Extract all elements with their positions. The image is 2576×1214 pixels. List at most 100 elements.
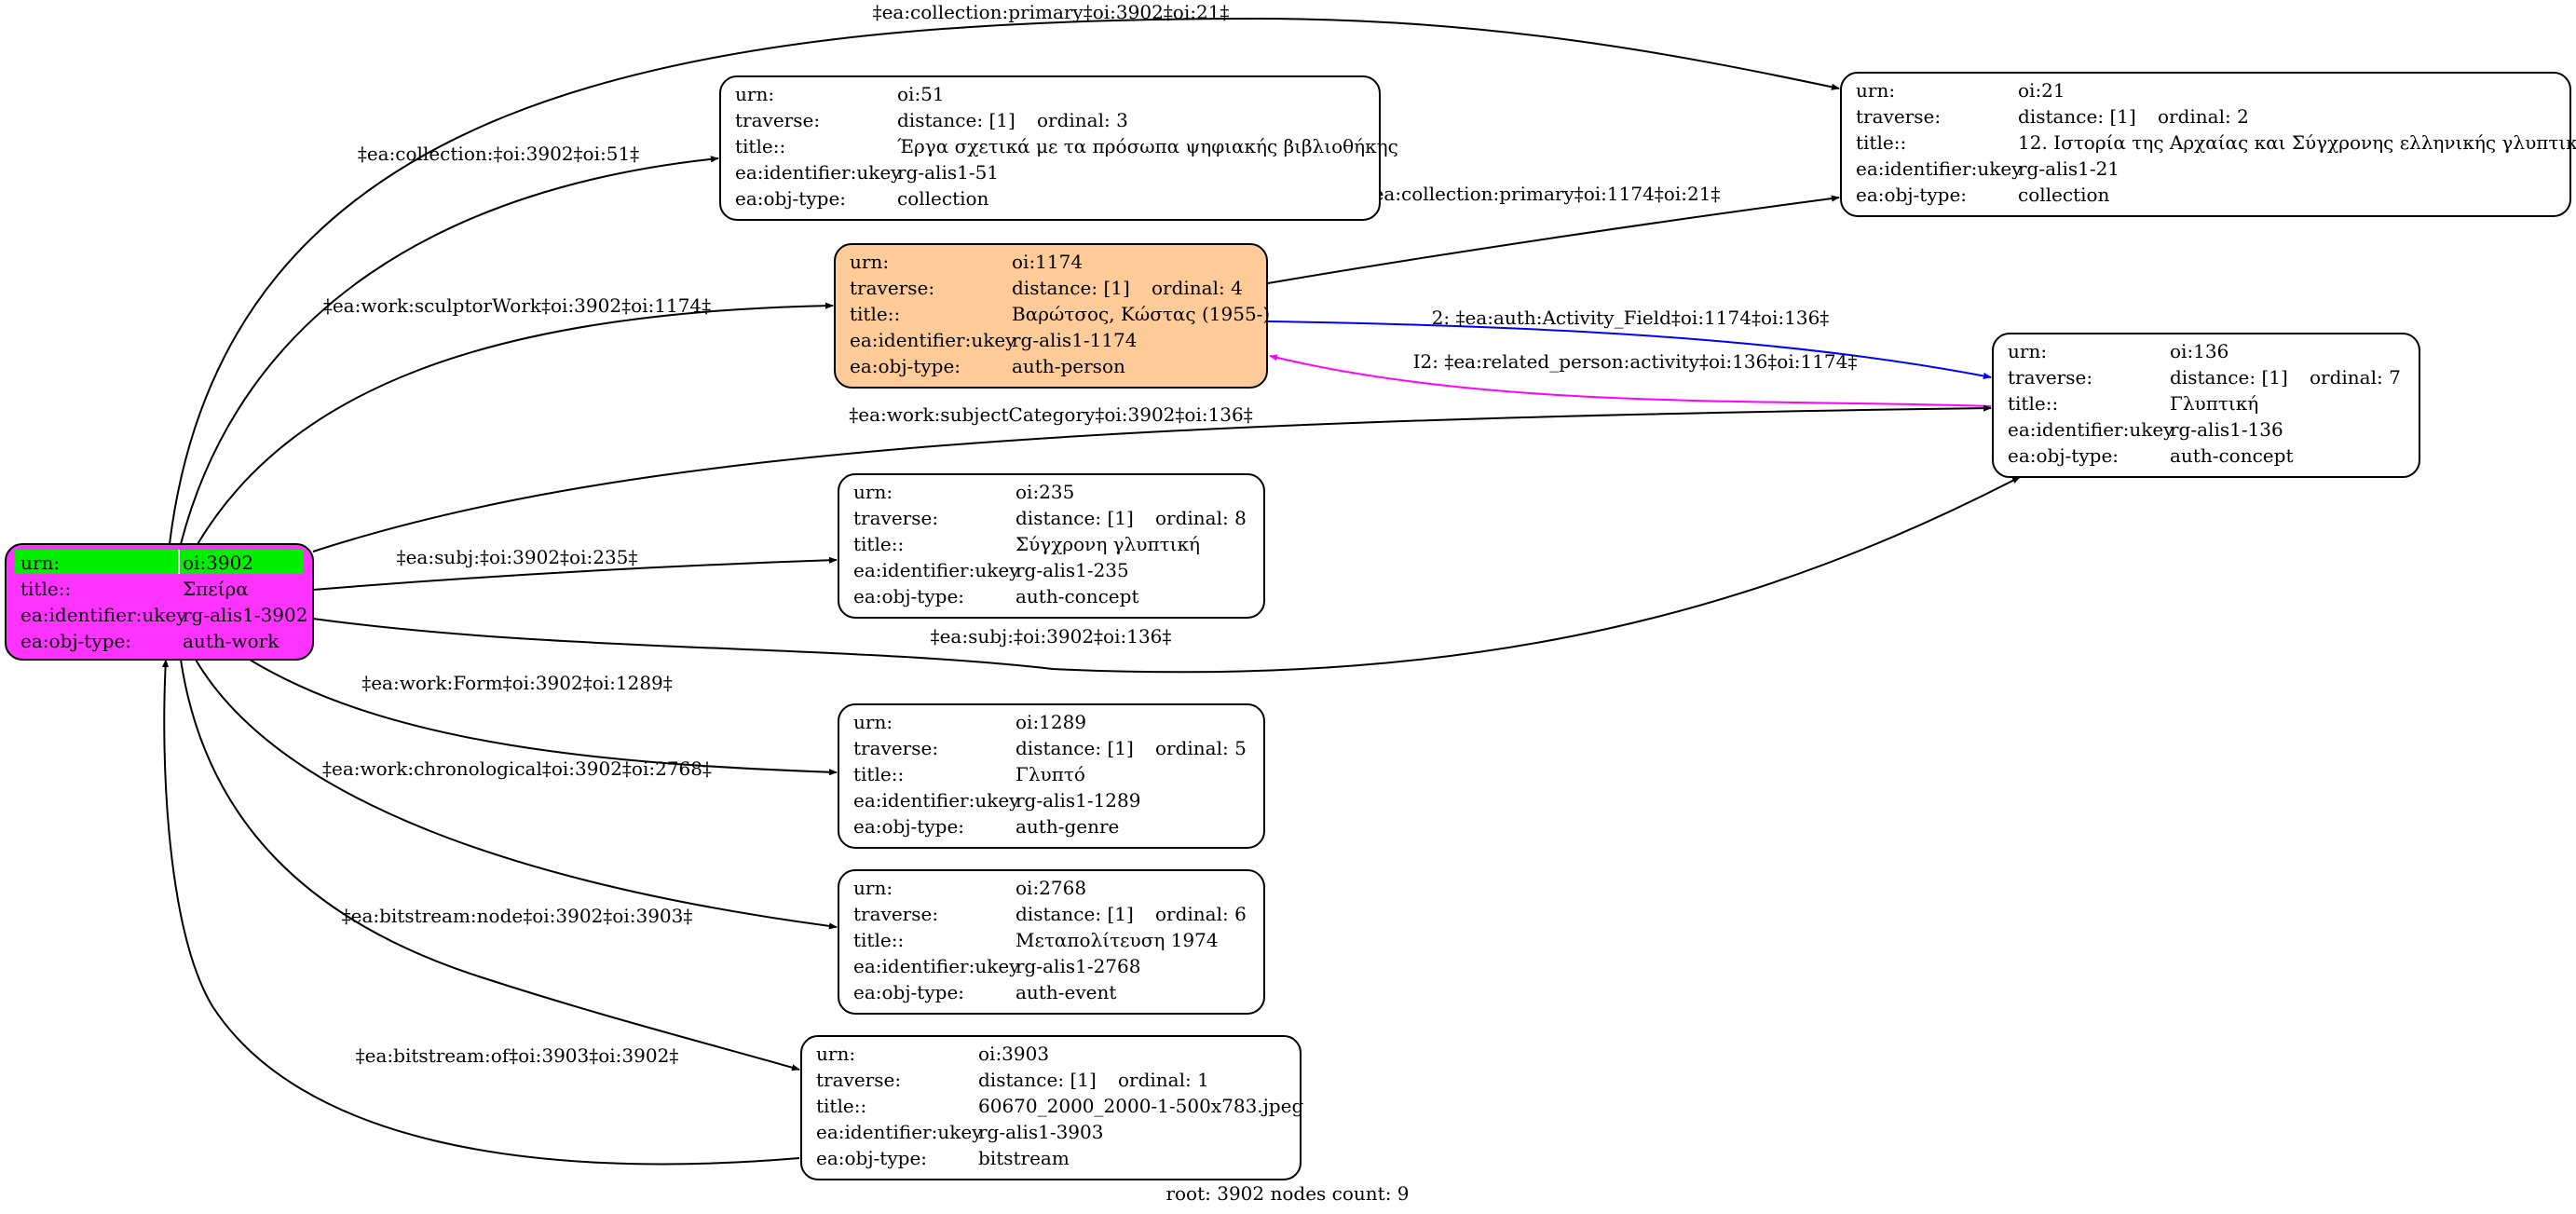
- row-value: rg-alis1-51: [897, 161, 999, 184]
- row-key: traverse:: [735, 109, 820, 131]
- row-key: title::: [2008, 392, 2058, 415]
- row-key: urn:: [20, 552, 60, 574]
- row-value: oi:3903: [978, 1043, 1049, 1065]
- edge-line: [1267, 321, 1992, 379]
- node-box: [800, 1035, 1302, 1180]
- edge-collection-51: ‡ea:collection:‡oi:3902‡oi:51‡: [180, 143, 719, 545]
- row-value: Έργα σχετικά με τα πρόσωπα ψηφιακής βιβλ…: [897, 135, 1398, 157]
- edge-label: I2: ‡ea:related_person:activity‡oi:136‡o…: [1413, 350, 1858, 373]
- row-value: distance: [1]: [1012, 277, 1130, 299]
- row-value: distance: [1]: [897, 109, 1015, 131]
- row-value: distance: [1]: [1015, 903, 1134, 925]
- row-value: collection: [2018, 184, 2110, 206]
- row-value: oi:136: [2170, 340, 2228, 362]
- row-value: rg-alis1-2768: [1015, 955, 1140, 977]
- row-value: auth-event: [1015, 981, 1116, 1003]
- row-key: ea:obj-type:: [853, 585, 964, 607]
- row-extra: ordinal: 4: [1152, 277, 1243, 299]
- row-extra: ordinal: 6: [1155, 903, 1247, 925]
- row-key: traverse:: [816, 1069, 901, 1091]
- edge-label: 2: ‡ea:auth:Activity_Field‡oi:1174‡oi:13…: [1432, 307, 1830, 329]
- row-value: Βαρώτσος, Κώστας (1955-): [1012, 303, 1270, 325]
- row-key: ea:identifier:ukey: [2008, 418, 2174, 441]
- edge-label: ‡ea:subj:‡oi:3902‡oi:235‡: [397, 546, 638, 568]
- row-key: urn:: [853, 481, 893, 503]
- node-box: [838, 869, 1265, 1015]
- edge-line: [180, 156, 719, 545]
- edge-label: ‡ea:bitstream:node‡oi:3902‡oi:3903‡: [342, 905, 693, 927]
- edge-line: [195, 659, 838, 930]
- row-value: bitstream: [978, 1147, 1070, 1169]
- nodes-layer: urn:oi:3902title::Σπείραea:identifier:uk…: [5, 72, 2576, 1180]
- row-key: ea:obj-type:: [20, 630, 131, 652]
- row-key: ea:identifier:ukey: [853, 559, 1020, 581]
- row-key: ea:obj-type:: [853, 815, 964, 838]
- row-value: distance: [1]: [2170, 366, 2288, 389]
- row-extra: ordinal: 2: [2158, 105, 2249, 128]
- row-extra: ordinal: 3: [1037, 109, 1128, 131]
- edge-label: ‡ea:collection:primary‡oi:1174‡oi:21‡: [1364, 183, 1721, 205]
- edge-line: [312, 476, 2021, 674]
- row-value: oi:1174: [1012, 251, 1083, 273]
- edge-line: [197, 302, 834, 545]
- row-key: ea:identifier:ukey: [816, 1121, 983, 1143]
- row-key: ea:obj-type:: [853, 981, 964, 1003]
- edge-subj-235: ‡ea:subj:‡oi:3902‡oi:235‡: [312, 546, 838, 591]
- row-key: ea:identifier:ukey: [1856, 157, 2023, 180]
- row-key: urn:: [853, 877, 893, 899]
- edge-label: ‡ea:work:Form‡oi:3902‡oi:1289‡: [361, 672, 673, 694]
- row-value: oi:51: [897, 83, 945, 105]
- row-value: rg-alis1-235: [1015, 559, 1129, 581]
- edge-line: [1267, 195, 1840, 284]
- node-box: [834, 243, 1268, 389]
- row-value: 12. Ιστορία της Αρχαίας και Σύγχρονης ελ…: [2018, 131, 2576, 154]
- row-value: Μεταπολίτευση 1974: [1015, 929, 1219, 951]
- row-key: urn:: [850, 251, 889, 273]
- row-key: traverse:: [853, 903, 938, 925]
- row-key: urn:: [853, 711, 893, 733]
- edge-line: [161, 659, 800, 1166]
- row-key: title::: [735, 135, 785, 157]
- graph-footer: root: 3902 nodes count: 9: [1165, 1182, 1409, 1205]
- edge-line: [169, 17, 1840, 545]
- row-value: oi:3902: [183, 552, 253, 574]
- node-box: [1840, 72, 2571, 217]
- row-extra: ordinal: 5: [1155, 737, 1247, 759]
- node-box: [719, 75, 1381, 221]
- row-key: title::: [853, 533, 904, 555]
- row-value: auth-work: [183, 630, 279, 652]
- edge-line: [312, 404, 1992, 552]
- node-oi-3902[interactable]: urn:oi:3902title::Σπείραea:identifier:uk…: [5, 543, 314, 661]
- row-key: ea:identifier:ukey: [853, 789, 1020, 812]
- edge-subj-136: ‡ea:subj:‡oi:3902‡oi:136‡: [312, 476, 2021, 674]
- row-value: Σπείρα: [183, 578, 249, 600]
- row-value: oi:235: [1015, 481, 1074, 503]
- row-key: traverse:: [1856, 105, 1941, 128]
- edge-label: ‡ea:bitstream:of‡oi:3903‡oi:3902‡: [356, 1044, 679, 1067]
- row-value: Γλυπτική: [2170, 392, 2258, 415]
- row-value: auth-concept: [2170, 444, 2293, 467]
- edge-related-person: I2: ‡ea:related_person:activity‡oi:136‡o…: [1269, 350, 1992, 407]
- row-value: rg-alis1-21: [2018, 157, 2119, 180]
- row-value: Σύγχρονη γλυπτική: [1015, 533, 1200, 555]
- row-key: title::: [20, 578, 71, 600]
- node-box: [838, 473, 1265, 619]
- row-key: title::: [850, 303, 900, 325]
- edge-sculptorwork-1174: ‡ea:work:sculptorWork‡oi:3902‡oi:1174‡: [197, 294, 834, 545]
- edge-bitstream-of-3902: ‡ea:bitstream:of‡oi:3903‡oi:3902‡: [161, 659, 800, 1166]
- edge-label: ‡ea:work:chronological‡oi:3902‡oi:2768‡: [322, 757, 712, 780]
- row-value: rg-alis1-136: [2170, 418, 2283, 441]
- row-key: title::: [1856, 131, 1906, 154]
- row-key: traverse:: [853, 507, 938, 529]
- edge-label: ‡ea:subj:‡oi:3902‡oi:136‡: [931, 625, 1172, 648]
- edge-chronological-2768: ‡ea:work:chronological‡oi:3902‡oi:2768‡: [195, 659, 838, 930]
